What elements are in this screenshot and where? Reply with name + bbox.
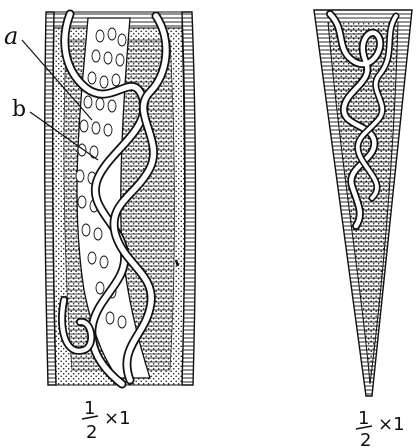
right-scale-suffix: ×1 — [378, 414, 405, 435]
label-a: a — [4, 22, 18, 50]
right-figure — [314, 10, 412, 396]
left-scale-suffix: ×1 — [104, 408, 131, 429]
left-scale-denominator: 2 — [86, 422, 97, 443]
label-b: b — [12, 97, 26, 122]
right-scale-caption: 1 2 ×1 — [356, 408, 405, 448]
right-scale-denominator: 2 — [360, 430, 371, 448]
left-figure — [45, 12, 196, 385]
left-scale-caption: 1 2 ×1 — [82, 398, 131, 443]
left-scale-numerator: 1 — [84, 398, 95, 419]
right-scale-numerator: 1 — [358, 408, 369, 429]
